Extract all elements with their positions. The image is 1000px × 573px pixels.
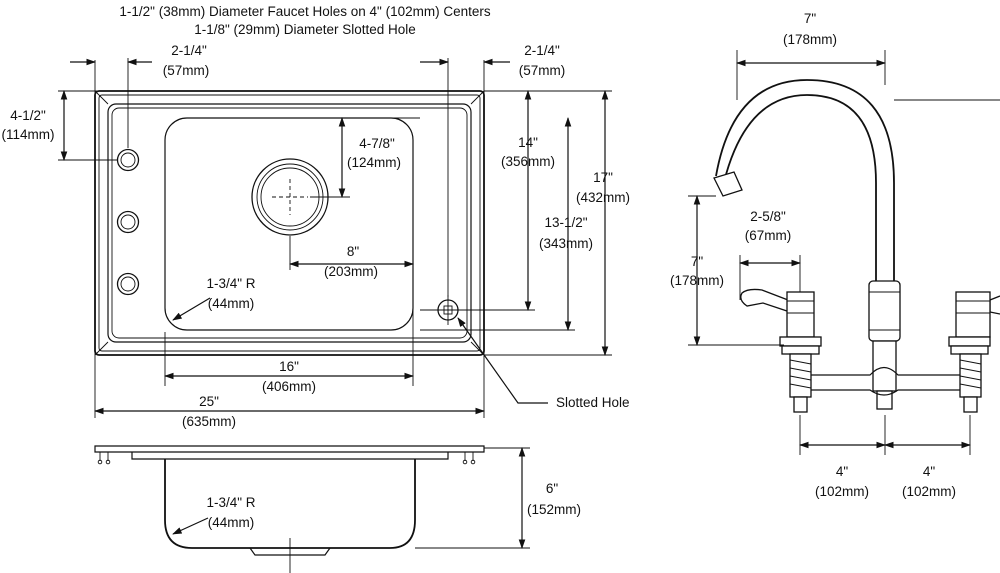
dim-side-corner-radius-in: 1-3/4" R [206,495,255,510]
sink-bowl [164,117,414,331]
dim-top-hole-offset-mm: (114mm) [1,127,54,142]
dim-drain-offset-mm: (124mm) [347,155,401,170]
dim-corner-radius-mm: (44mm) [208,296,255,311]
dim-bowl-depth-front-in: 14" [518,135,538,150]
dim-center-right-mm: (102mm) [902,484,956,499]
faucet-elevation [713,79,1000,413]
faucet-hole-1 [116,148,140,172]
dim-overall-depth-in: 17" [593,170,613,185]
sink-top-view [94,90,485,356]
dim-center-left-in: 4" [836,464,849,479]
sink-deck [107,103,472,343]
label-slotted-hole: Slotted Hole [556,395,630,410]
dim-overall-width-in: 25" [199,394,219,409]
dim-top-hole-offset-in: 4-1/2" [10,108,46,123]
dim-center-left-mm: (102mm) [815,484,869,499]
dim-bowl-width-in: 16" [279,359,299,374]
top-view-extension-lines [58,58,612,418]
faucet-labels: 7" (178mm) 7" (178mm) 2-5/8" (67mm) 4" (… [670,11,956,499]
faucet-right-handle [948,291,1000,413]
dim-spout-height-in: 7" [691,254,704,269]
dim-left-hole-offset-in: 2-1/4" [171,43,207,58]
dim-handle-width-mm: (67mm) [745,228,792,243]
top-view-labels: 2-1/4" (57mm) 2-1/4" (57mm) 4-1/2" (114m… [1,43,630,429]
faucet-cross-pipe [800,366,968,396]
dim-bowl-inner-in: 13-1/2" [544,215,587,230]
faucet-spout [723,94,877,282]
dim-side-corner-radius-mm: (44mm) [208,515,255,530]
dim-right-hole-offset-mm: (57mm) [519,63,566,78]
dim-center-right-in: 4" [923,464,936,479]
dim-spout-reach-in: 7" [804,11,817,26]
dim-bowl-inner-mm: (343mm) [539,236,593,251]
dim-bowl-depth-front-mm: (356mm) [501,154,555,169]
side-view-dims: 6" (152mm) 1-3/4" R (44mm) [172,447,581,549]
dim-handle-width-in: 2-5/8" [750,209,786,224]
dim-drain-horizontal-mm: (203mm) [324,264,378,279]
faucet-center-body [868,280,901,342]
dim-bowl-width-mm: (406mm) [262,379,316,394]
dim-drain-horizontal-in: 8" [347,244,360,259]
dim-overall-depth-mm: (432mm) [576,190,630,205]
bowl-profile [164,459,416,549]
dim-left-hole-offset-mm: (57mm) [163,63,210,78]
top-view-dimension-lines [60,58,609,415]
dim-right-hole-offset-in: 2-1/4" [524,43,560,58]
faucet-hole-3 [116,272,140,296]
faucet-hole-2 [116,210,140,234]
dim-spout-reach-mm: (178mm) [783,32,837,47]
dim-bowl-height-in: 6" [546,481,559,496]
dim-drain-offset-in: 4-7/8" [359,136,395,151]
dim-corner-radius-in: 1-3/4" R [206,276,255,291]
dim-spout-height-mm: (178mm) [670,273,724,288]
note-slotted-hole: 1-1/8" (29mm) Diameter Slotted Hole [194,22,416,37]
note-faucet-holes: 1-1/2" (38mm) Diameter Faucet Holes on 4… [119,4,490,19]
sink-side-view [94,445,485,573]
faucet-dimension-lines [688,50,1000,455]
dim-bowl-height-mm: (152mm) [527,502,581,517]
faucet-left-handle [740,288,822,413]
dim-overall-width-mm: (635mm) [182,414,236,429]
